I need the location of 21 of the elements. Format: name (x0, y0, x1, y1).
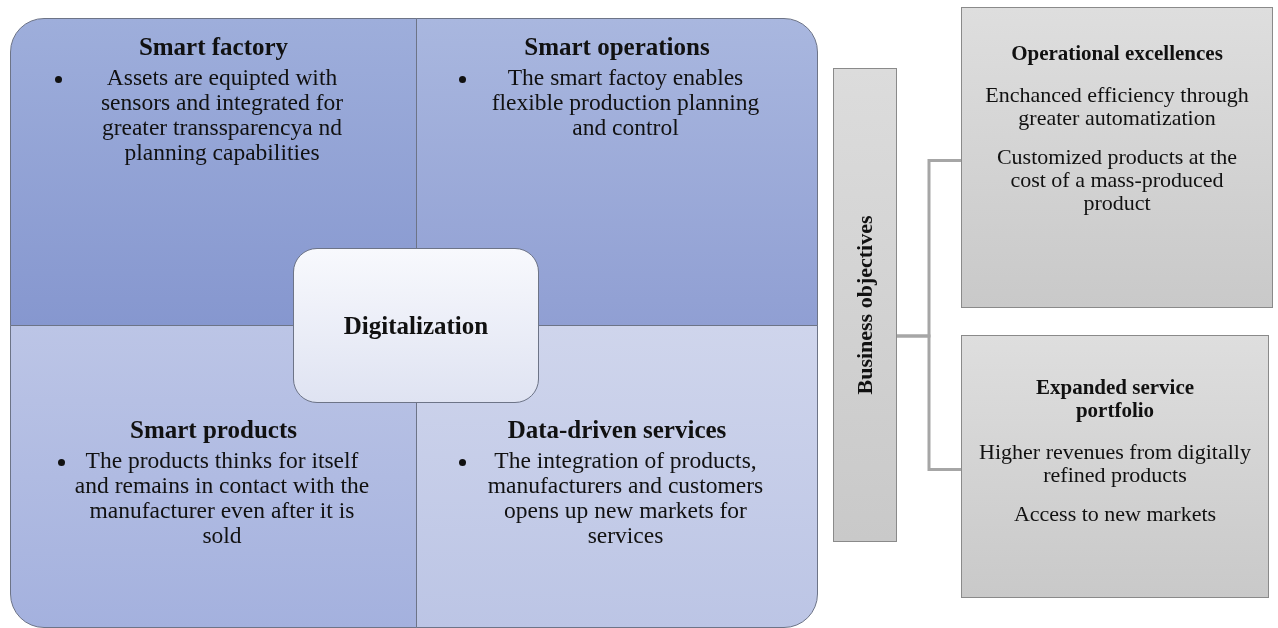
connector-line (897, 334, 961, 471)
box-heading: Operational excellences (1011, 42, 1223, 66)
bullet-text: The products thinks for itself and remains in contact with the manufacturer even after it is sold (74, 447, 370, 549)
bullet-text: The integration of products, manufacturers and customers opens up new markets for services (486, 447, 765, 549)
quadrant-heading: Smart products (130, 416, 297, 444)
bullet-text: The smart factoy enables flexible production planning and control (490, 64, 761, 140)
bullet-text: Assets are equipted with sensors and integrated for greater transsparencya nd planning capabilities (99, 64, 345, 166)
objective-box (961, 335, 1269, 598)
box-text: Customized products at the cost of a mass-produced product (995, 145, 1239, 215)
quadrant-heading: Smart operations (524, 33, 710, 61)
quadrant-heading: Data-driven services (507, 416, 727, 444)
objective-box (961, 7, 1273, 308)
center-label: Digitalization (343, 311, 489, 340)
box-heading: Expanded service portfolio (1034, 376, 1196, 423)
vertical-label: Business objectives (852, 215, 878, 395)
quadrant-heading: Smart factory (138, 33, 289, 61)
box-text: Access to new markets (1013, 502, 1217, 526)
box-text: Higher revenues from digitally refined products (978, 440, 1252, 487)
box-text: Enchanced efficiency through greater automatization (984, 83, 1250, 130)
vertical-box (833, 68, 897, 542)
center-box (293, 248, 539, 403)
